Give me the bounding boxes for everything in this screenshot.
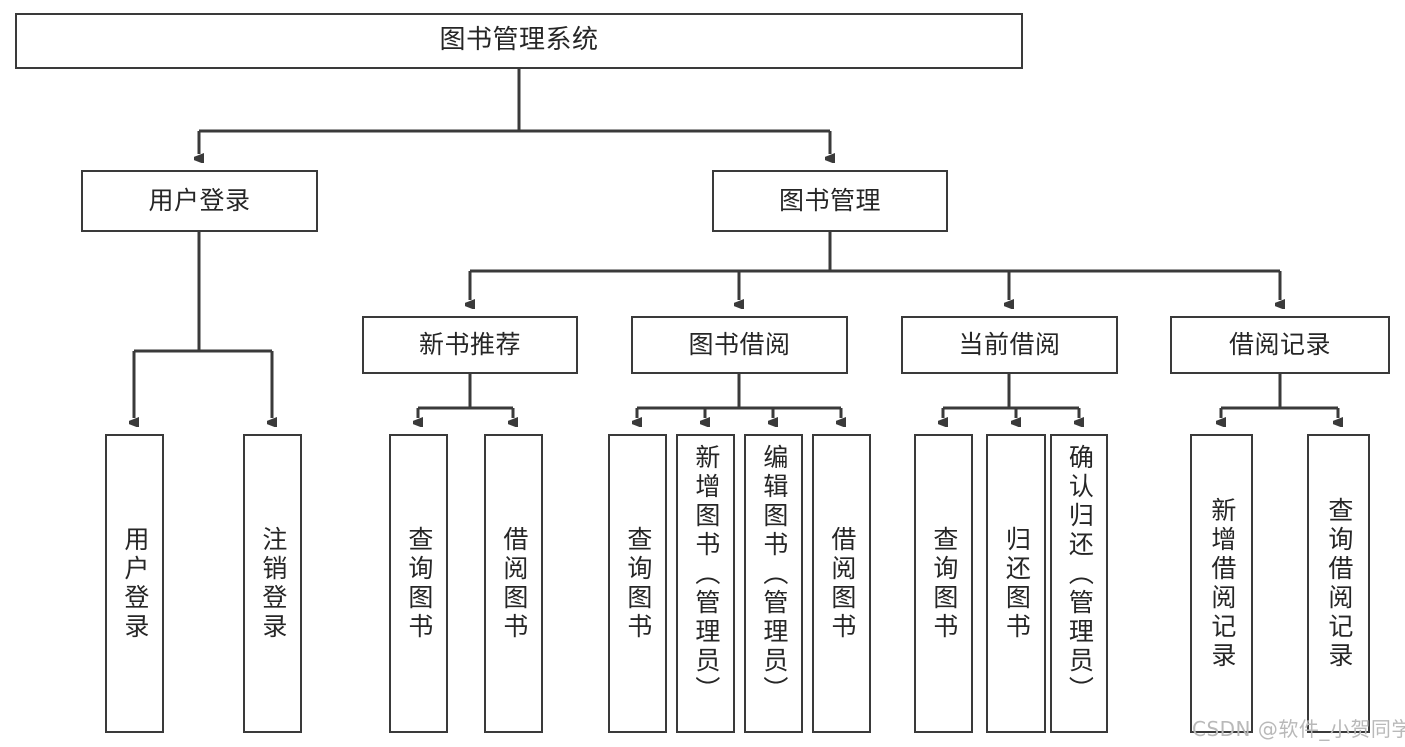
node-leaf-current_borrow-1-label: 归还图书 xyxy=(1002,525,1032,642)
node-root-system-label: 图书管理系统 xyxy=(439,25,599,56)
node-leaf-current_borrow-1: 归还图书 xyxy=(986,434,1046,733)
node-leaf-book_borrow-3-label: 借阅图书 xyxy=(827,525,857,642)
node-leaf-book_borrow-1-label: 新增图书（管理员） xyxy=(691,444,721,705)
node-leaf-book_borrow-3: 借阅图书 xyxy=(812,434,871,733)
node-leaf-user_login-1-label: 注销登录 xyxy=(258,525,288,642)
node-leaf-borrow_record-1-label: 查询借阅记录 xyxy=(1324,496,1354,671)
node-leaf-book_borrow-2: 编辑图书（管理员） xyxy=(744,434,803,733)
node-level2-3: 借阅记录 xyxy=(1170,316,1390,374)
csdn-watermark: CSDN @软件_小贺同学 xyxy=(1192,717,1405,741)
node-leaf-user_login-1: 注销登录 xyxy=(243,434,302,733)
node-level1-1-label: 图书管理 xyxy=(778,185,881,215)
node-level2-1-label: 图书借阅 xyxy=(688,329,791,359)
node-root-system: 图书管理系统 xyxy=(15,13,1023,69)
node-leaf-new_book_recommend-0-label: 查询图书 xyxy=(404,525,434,642)
node-leaf-book_borrow-2-label: 编辑图书（管理员） xyxy=(759,444,789,705)
node-leaf-new_book_recommend-0: 查询图书 xyxy=(389,434,448,733)
node-leaf-user_login-0: 用户登录 xyxy=(105,434,164,733)
node-leaf-book_borrow-1: 新增图书（管理员） xyxy=(676,434,735,733)
node-level2-0-label: 新书推荐 xyxy=(418,329,521,359)
node-level2-0: 新书推荐 xyxy=(362,316,578,374)
node-leaf-current_borrow-2: 确认归还（管理员） xyxy=(1050,434,1108,733)
node-leaf-current_borrow-0-label: 查询图书 xyxy=(929,525,959,642)
node-level1-1: 图书管理 xyxy=(712,170,948,232)
node-level2-1: 图书借阅 xyxy=(631,316,848,374)
node-level2-2-label: 当前借阅 xyxy=(958,329,1061,359)
node-leaf-new_book_recommend-1: 借阅图书 xyxy=(484,434,543,733)
node-leaf-user_login-0-label: 用户登录 xyxy=(120,525,150,642)
node-leaf-current_borrow-0: 查询图书 xyxy=(914,434,973,733)
node-level2-2: 当前借阅 xyxy=(901,316,1118,374)
node-leaf-borrow_record-0-label: 新增借阅记录 xyxy=(1207,496,1237,671)
node-leaf-current_borrow-2-label: 确认归还（管理员） xyxy=(1065,444,1095,705)
node-level1-0-label: 用户登录 xyxy=(148,185,251,215)
node-leaf-borrow_record-0: 新增借阅记录 xyxy=(1190,434,1253,733)
node-leaf-new_book_recommend-1-label: 借阅图书 xyxy=(499,525,529,642)
node-leaf-borrow_record-1: 查询借阅记录 xyxy=(1307,434,1370,733)
node-leaf-book_borrow-0: 查询图书 xyxy=(608,434,667,733)
node-leaf-book_borrow-0-label: 查询图书 xyxy=(623,525,653,642)
node-level2-3-label: 借阅记录 xyxy=(1228,329,1331,359)
node-level1-0: 用户登录 xyxy=(81,170,318,232)
